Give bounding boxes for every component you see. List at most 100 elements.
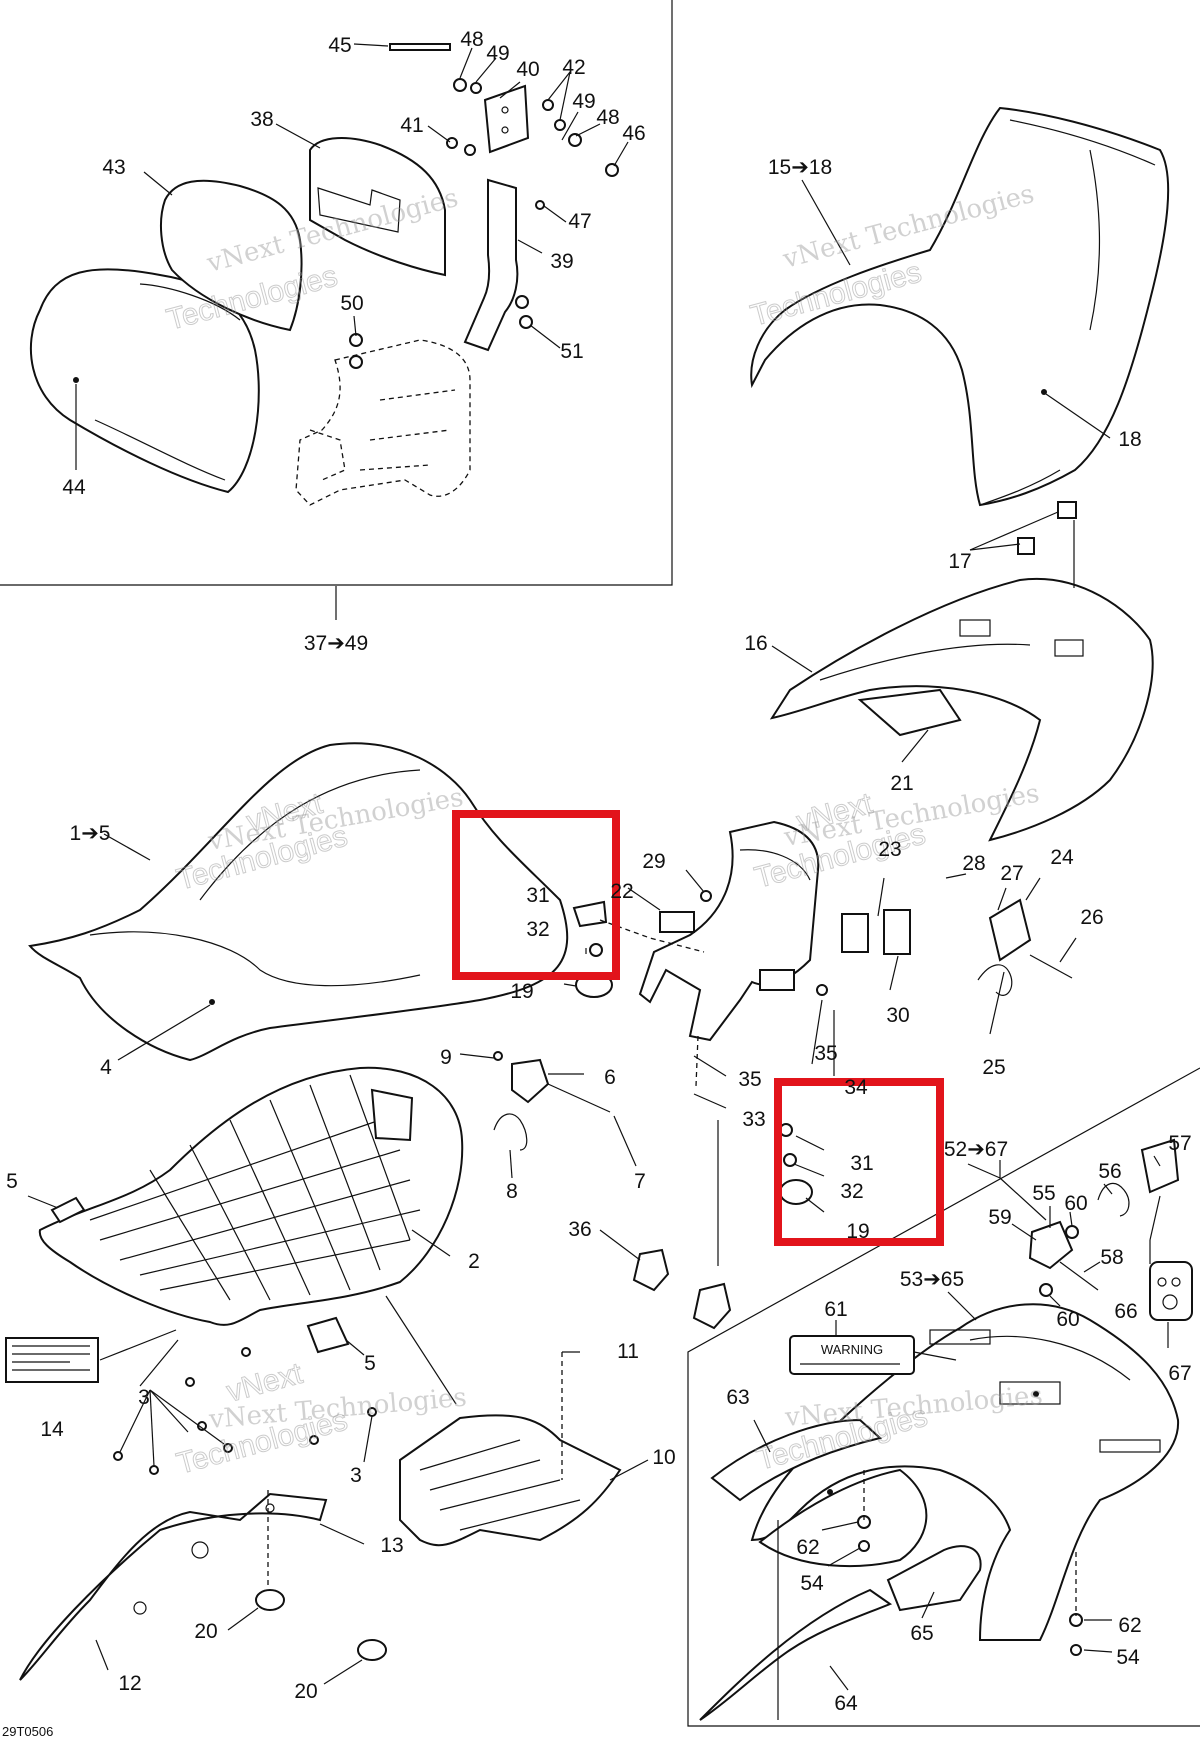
- warning-decal: WARNING: [789, 1320, 957, 1375]
- callout-54: 54: [800, 1572, 824, 1595]
- callout-19-b: 19: [846, 1220, 869, 1243]
- callout-5-b: 5: [364, 1352, 376, 1375]
- callout-3-b: 3: [350, 1464, 362, 1487]
- front-seat-pan: [38, 1066, 464, 1326]
- callout-49-b: 49: [572, 90, 595, 113]
- backrest-base-frame: [295, 339, 471, 506]
- passenger-hardware: [1028, 1138, 1193, 1321]
- passenger-rack-trim: [699, 1418, 982, 1721]
- callout-30: 30: [886, 1004, 909, 1027]
- backrest-bracket: [309, 137, 446, 277]
- callout-40: 40: [516, 58, 539, 81]
- callout-64: 64: [834, 1692, 858, 1715]
- latch-parts: [493, 1051, 611, 1151]
- callout-49: 49: [486, 42, 509, 65]
- callout-7: 7: [634, 1170, 646, 1193]
- callout-55: 55: [1032, 1182, 1055, 1205]
- callout-18: 18: [1118, 428, 1141, 451]
- callout-45: 45: [328, 34, 351, 57]
- callout-16: 16: [744, 632, 767, 655]
- backrest-leaders: [75, 43, 629, 470]
- callout-61: 61: [824, 1298, 847, 1321]
- callout-31: 31: [526, 884, 549, 907]
- drawing-code: 29T0506: [2, 1724, 53, 1739]
- passenger-rack: [750, 1303, 1180, 1641]
- callout-43: 43: [102, 156, 125, 179]
- watermark-rear-seat-outline: Technologies: [747, 256, 925, 333]
- callout-34: 34: [844, 1076, 868, 1099]
- callout-63: 63: [726, 1386, 749, 1409]
- callout-41: 41: [400, 114, 423, 137]
- latch-leaders: [27, 1053, 637, 1209]
- warning-decal-text: WARNING: [821, 1342, 883, 1357]
- callout-35: 35: [814, 1042, 837, 1065]
- callout-numbers: 45 48 49 40 42 49 48 46 41 38 43 47 39 5…: [6, 28, 1192, 1715]
- callout-32-b: 32: [840, 1180, 863, 1203]
- rear-seat-clips: [1017, 501, 1077, 555]
- callout-48: 48: [460, 28, 483, 51]
- front-seat-cushion: [28, 742, 569, 1062]
- callout-8: 8: [506, 1180, 518, 1203]
- callout-17: 17: [948, 550, 971, 573]
- front-seat-small-parts: [5, 1196, 377, 1475]
- callout-21: 21: [890, 772, 913, 795]
- callout-59: 59: [988, 1206, 1011, 1229]
- callout-47: 47: [568, 210, 591, 233]
- callout-2: 2: [468, 1250, 480, 1273]
- callout-51: 51: [560, 340, 583, 363]
- front-seat-small-leaders: [99, 1295, 457, 1467]
- callout-19: 19: [510, 980, 533, 1003]
- backrest-backing-plate: [160, 179, 303, 332]
- callout-13: 13: [380, 1534, 403, 1557]
- group-label-passenger: 52➔67: [944, 1138, 1008, 1161]
- callout-42: 42: [562, 56, 585, 79]
- callout-12: 12: [118, 1672, 141, 1695]
- seat-bracket-leaders: [627, 869, 1077, 1266]
- callout-32: 32: [526, 918, 549, 941]
- callout-39: 39: [550, 250, 573, 273]
- passenger-small-parts: [753, 1419, 1113, 1720]
- callout-14: 14: [40, 1418, 64, 1441]
- backrest-inset-frame: [0, 0, 673, 620]
- callout-20-b: 20: [294, 1680, 317, 1703]
- callout-35-b: 35: [738, 1068, 761, 1091]
- seat-bracket: [638, 820, 820, 1042]
- callout-22: 22: [610, 880, 633, 903]
- group-label-rack: 53➔65: [900, 1268, 964, 1291]
- hinge-pads: [599, 1229, 732, 1330]
- callout-23: 23: [878, 838, 901, 861]
- callout-50: 50: [340, 292, 363, 315]
- bumpers: [227, 1589, 387, 1685]
- callout-20: 20: [194, 1620, 217, 1643]
- group-label-rear-seat: 15➔18: [768, 156, 832, 179]
- callout-24: 24: [1050, 846, 1074, 869]
- callout-67: 67: [1168, 1362, 1191, 1385]
- callout-60: 60: [1064, 1192, 1087, 1215]
- callout-38: 38: [250, 108, 273, 131]
- callout-57: 57: [1168, 1132, 1191, 1155]
- callout-54-b: 54: [1116, 1646, 1140, 1669]
- backrest-pad: [29, 268, 260, 494]
- callout-62: 62: [796, 1536, 819, 1559]
- heat-shield: [19, 1492, 328, 1681]
- callout-10: 10: [652, 1446, 675, 1469]
- callout-25: 25: [982, 1056, 1005, 1079]
- callout-60-b: 60: [1056, 1308, 1079, 1331]
- callout-31-b: 31: [850, 1152, 873, 1175]
- callout-28: 28: [962, 852, 985, 875]
- heat-shield-leaders: [95, 1490, 365, 1671]
- highlight-box-lower: [774, 1078, 944, 1246]
- callout-36: 36: [568, 1218, 591, 1241]
- callout-9: 9: [440, 1046, 452, 1069]
- callout-27: 27: [1000, 862, 1023, 885]
- front-seat-guard-leader: [561, 1351, 649, 1481]
- rear-seat-leaders: [771, 179, 1111, 763]
- callout-4: 4: [100, 1056, 112, 1079]
- callout-33: 33: [742, 1108, 765, 1131]
- highlight-box-upper: [452, 810, 620, 980]
- callout-48-b: 48: [596, 106, 619, 129]
- passenger-hardware-leaders: [947, 1155, 1169, 1348]
- backrest-support-arm: [463, 84, 530, 352]
- callout-11: 11: [617, 1340, 639, 1363]
- front-seat-guard: [399, 1414, 622, 1547]
